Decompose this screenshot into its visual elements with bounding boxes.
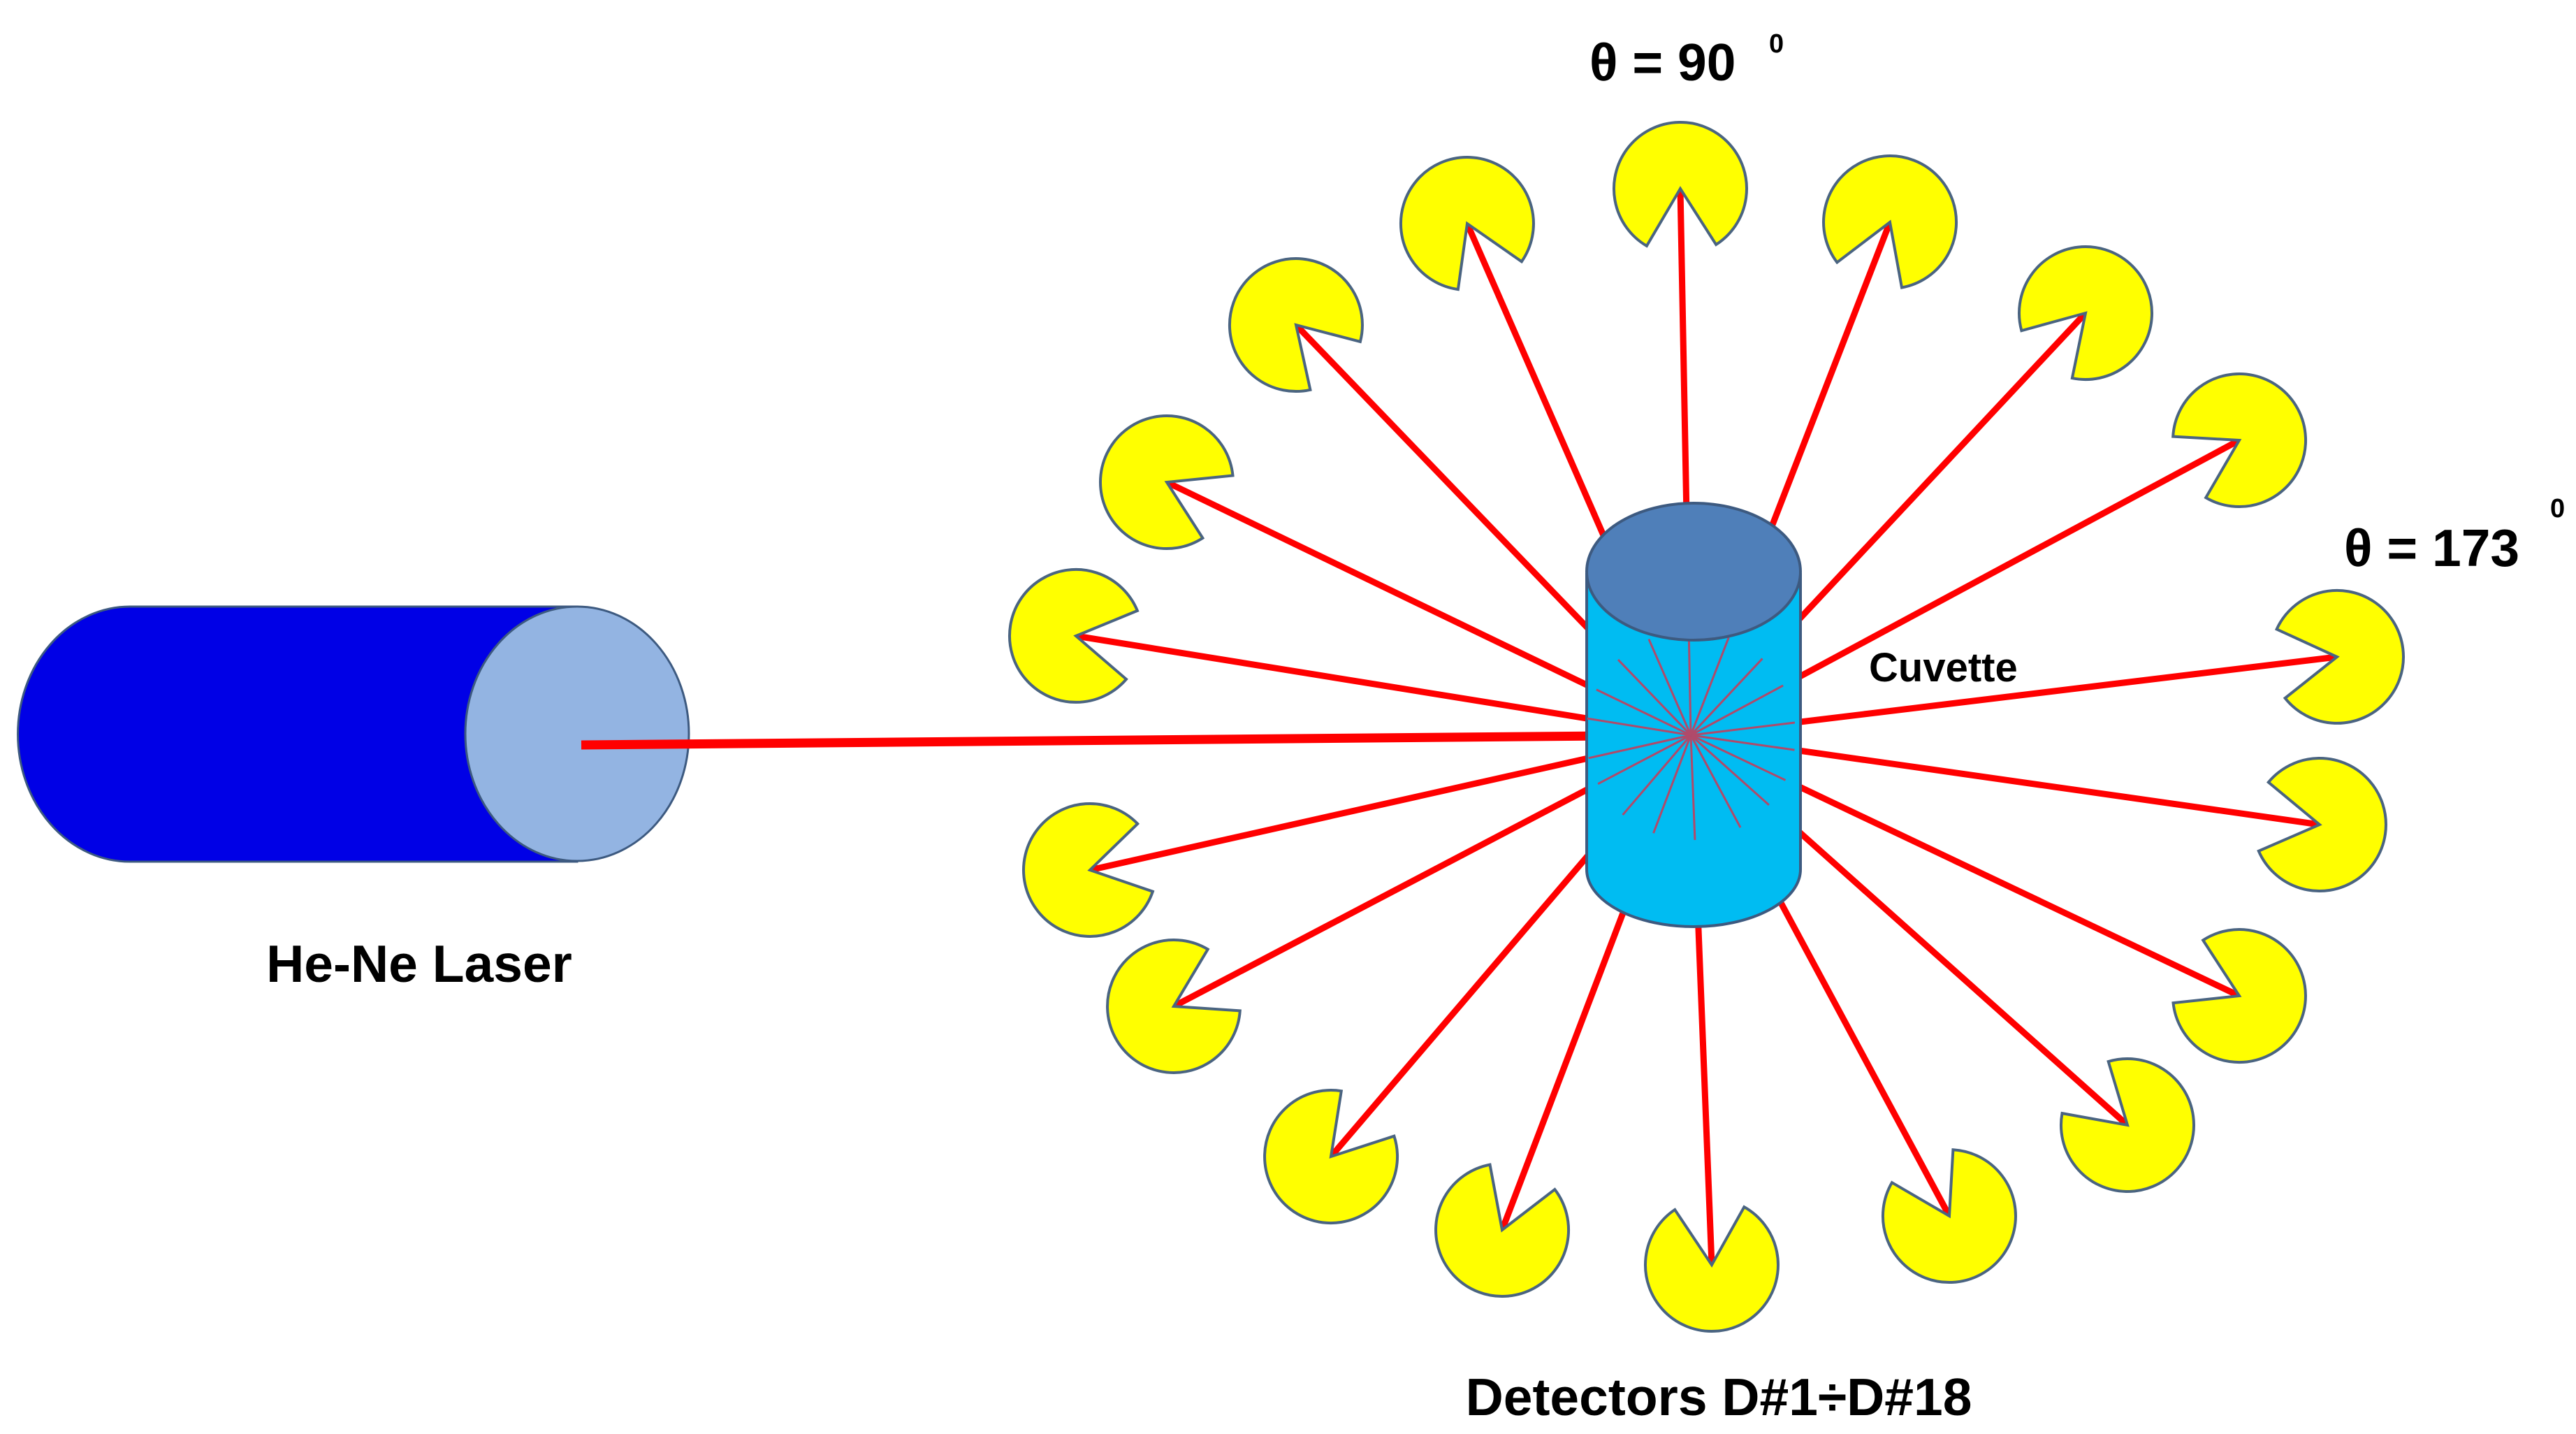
detector-17 <box>1228 257 1364 393</box>
detector-18 <box>1399 156 1535 291</box>
inner-ray <box>1596 688 1691 737</box>
inner-ray <box>1617 658 1692 737</box>
detector-14 <box>1022 802 1155 938</box>
detector-16 <box>1098 414 1235 550</box>
inner-ray <box>1690 684 1784 737</box>
detector-15 <box>1008 567 1140 704</box>
angle-right-degree: 0 <box>2550 494 2565 523</box>
laser-face <box>464 605 690 862</box>
cuvette-body <box>1585 573 1802 928</box>
detector-12 <box>1263 1089 1399 1225</box>
angle-top-degree: 0 <box>1769 29 1784 59</box>
detectors <box>1008 121 2405 1333</box>
inner-rays <box>1587 630 1796 840</box>
detectors-label: Detectors D#1÷D#18 <box>1466 1368 1972 1426</box>
detector-4 <box>2171 372 2308 509</box>
inner-ray <box>1690 734 1787 781</box>
inner-ray <box>1689 637 1730 736</box>
inner-ray <box>1652 734 1692 834</box>
laser <box>17 605 690 863</box>
detector-6 <box>2257 757 2387 892</box>
detector-11 <box>1434 1163 1571 1298</box>
inner-ray <box>1622 734 1692 816</box>
inner-ray <box>1687 630 1692 736</box>
detector-8 <box>2059 1057 2195 1193</box>
detector-13 <box>1106 939 1242 1074</box>
detector-3 <box>2018 245 2154 381</box>
inner-ray <box>1689 658 1763 737</box>
detector-10 <box>1644 1205 1780 1333</box>
cuvette <box>1585 502 1802 928</box>
inner-ray <box>1588 734 1691 760</box>
detector-2 <box>1822 154 1958 289</box>
cuvette-top <box>1585 502 1802 642</box>
inner-ray <box>1597 734 1691 785</box>
detector-9 <box>1881 1148 2017 1284</box>
detector-5 <box>2274 588 2405 725</box>
inner-ray <box>1647 638 1692 736</box>
inner-ray <box>1690 721 1796 737</box>
inner-ray <box>1690 734 1795 751</box>
inner-ray <box>1587 717 1691 737</box>
detector-7 <box>2171 928 2307 1064</box>
inner-ray <box>1689 734 1742 828</box>
laser-beam <box>581 730 1691 750</box>
detector-1 <box>1613 121 1748 248</box>
inner-ray <box>1689 734 1696 840</box>
laser-body <box>17 605 578 863</box>
laser-label: He-Ne Laser <box>266 934 572 993</box>
angle-top-label: θ = 90 <box>1589 33 1735 92</box>
angle-right-label: θ = 173 <box>2344 519 2519 577</box>
cuvette-label: Cuvette <box>1869 645 2018 690</box>
inner-ray <box>1690 734 1770 806</box>
